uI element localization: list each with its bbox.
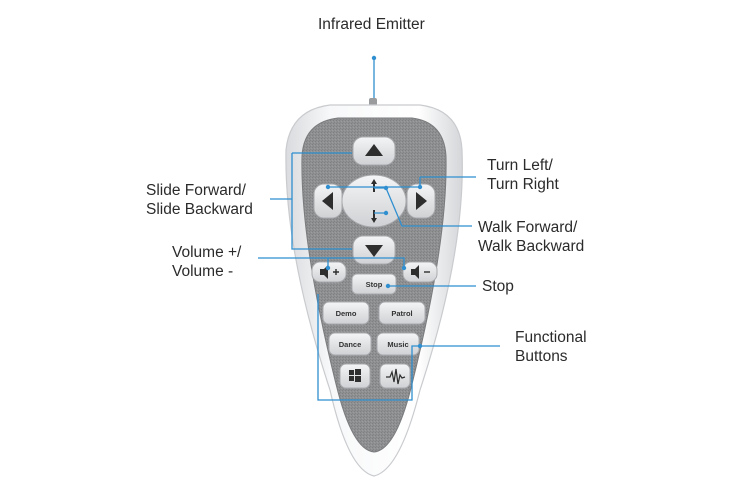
slide-left-button[interactable] [313, 183, 343, 219]
dance-button-label: Dance [339, 340, 362, 349]
waveform-button[interactable] [379, 363, 411, 389]
callout-slide [270, 152, 352, 250]
label-functional: Functional Buttons [515, 329, 587, 365]
callout-functional [317, 294, 500, 401]
waveform-icon [386, 368, 406, 385]
volume-up-button[interactable] [311, 261, 347, 283]
center-dial [341, 174, 407, 228]
windows-button[interactable] [339, 363, 371, 389]
windows-logo-icon [349, 369, 361, 382]
stop-button-label: Stop [366, 280, 383, 289]
demo-button[interactable]: Demo [322, 301, 370, 325]
down-button[interactable] [352, 235, 396, 265]
label-turn: Turn Left/ Turn Right [487, 157, 559, 193]
label-walk: Walk Forward/ Walk Backward [478, 219, 585, 255]
label-infrared-emitter: Infrared Emitter [318, 16, 425, 33]
callout-dots [325, 55, 423, 349]
music-button-label: Music [387, 340, 408, 349]
label-stop: Stop [482, 278, 514, 295]
volume-down-button[interactable] [402, 261, 438, 283]
up-button[interactable] [352, 136, 396, 166]
patrol-button[interactable]: Patrol [378, 301, 426, 325]
patrol-button-label: Patrol [391, 309, 412, 318]
dance-button[interactable]: Dance [328, 332, 372, 356]
speaker-minus-icon [411, 265, 430, 279]
walk-backward-button[interactable] [371, 210, 377, 223]
walk-forward-button[interactable] [371, 179, 377, 192]
stop-button[interactable]: Stop [351, 273, 397, 295]
turn-right-button[interactable] [406, 183, 436, 219]
music-button[interactable]: Music [376, 332, 420, 356]
demo-button-label: Demo [336, 309, 357, 318]
label-volume: Volume +/ Volume - [172, 244, 242, 280]
label-slide: Slide Forward/ Slide Backward [146, 182, 253, 218]
